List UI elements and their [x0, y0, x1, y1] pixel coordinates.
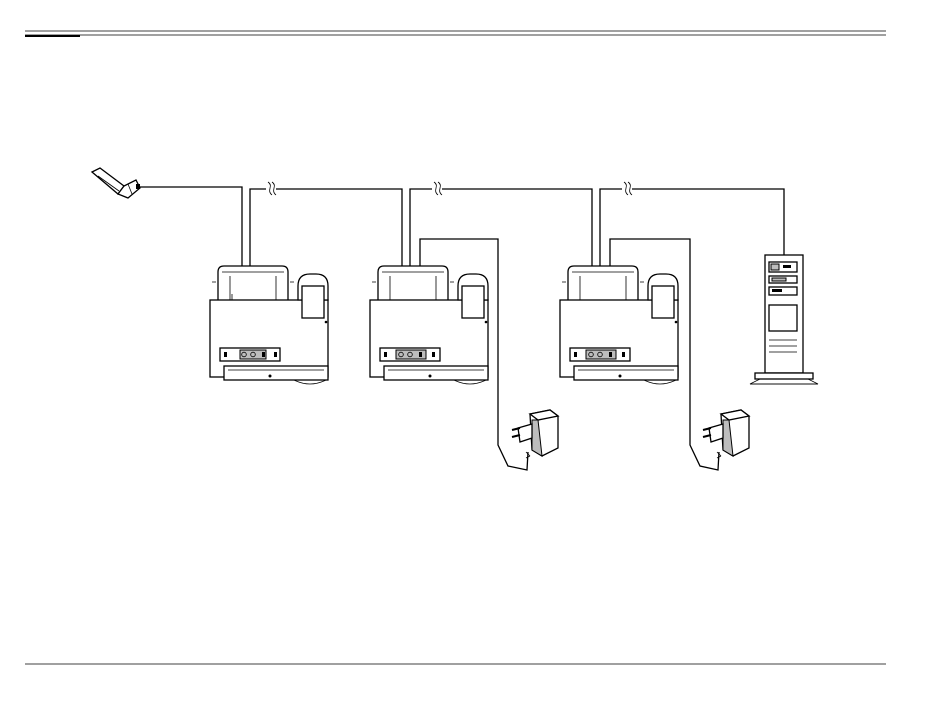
header-rule	[25, 31, 886, 36]
fax-machine-icon	[560, 266, 678, 384]
cable-break-symbol	[432, 182, 442, 196]
tower-computer-icon	[750, 255, 818, 384]
fax-machine-icon	[370, 266, 488, 384]
power-adapter-icon	[703, 410, 749, 458]
cable-break-symbol	[622, 182, 632, 196]
power-adapter-icon	[512, 410, 558, 458]
fax-machine-icon	[210, 266, 328, 384]
phone-wall-socket-icon	[92, 168, 140, 198]
cable-break-symbol	[266, 182, 276, 196]
